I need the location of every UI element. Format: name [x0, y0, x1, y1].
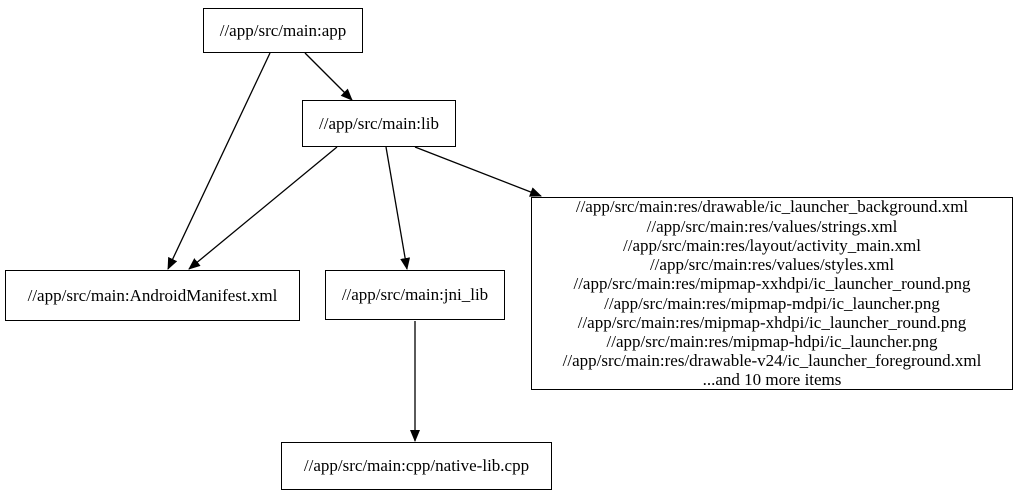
- node-jni-lib-label: //app/src/main:jni_lib: [341, 285, 489, 305]
- edge-app-to-android-manifest: [167, 52, 271, 270]
- edge-lib-to-jni-lib: [385, 146, 411, 270]
- node-label-line: //app/src/main:res/mipmap-xxhdpi/ic_laun…: [573, 274, 971, 294]
- node-label-line: //app/src/main:res/values/strings.xml: [646, 216, 898, 236]
- node-label-line: //app/src/main:res/values/styles.xml: [649, 255, 895, 275]
- node-label-line: //app/src/main:res/drawable-v24/ic_launc…: [562, 351, 982, 371]
- node-label-line: //app/src/main:res/mipmap-xhdpi/ic_launc…: [577, 312, 967, 332]
- edge-lib-to-android-manifest: [188, 146, 338, 270]
- node-app: //app/src/main:app: [203, 8, 363, 53]
- node-label-line: //app/src/main:res/mipmap-mdpi/ic_launch…: [604, 293, 940, 313]
- node-label-line: //app/src/main:res/mipmap-hdpi/ic_launch…: [606, 331, 938, 351]
- node-native-lib-label: //app/src/main:cpp/native-lib.cpp: [303, 456, 530, 476]
- node-label-line: //app/src/main:res/layout/activity_main.…: [623, 235, 921, 255]
- node-lib-label: //app/src/main:lib: [319, 113, 439, 133]
- node-jni-lib: //app/src/main:jni_lib: [325, 270, 505, 320]
- node-resources-label: //app/src/main:res/drawable/ic_launcher_…: [532, 197, 1012, 389]
- node-resources-group: //app/src/main:res/drawable/ic_launcher_…: [531, 197, 1013, 390]
- node-app-label: //app/src/main:app: [219, 20, 347, 40]
- node-android-manifest: //app/src/main:AndroidManifest.xml: [5, 270, 300, 321]
- edge-lib-to-resources: [414, 146, 542, 197]
- node-native-lib: //app/src/main:cpp/native-lib.cpp: [281, 442, 552, 490]
- node-lib: //app/src/main:lib: [302, 100, 456, 147]
- node-android-manifest-label: //app/src/main:AndroidManifest.xml: [27, 285, 278, 305]
- edge-app-to-lib: [304, 52, 353, 101]
- node-label-line: ...and 10 more items: [702, 370, 842, 390]
- node-label-line: //app/src/main:res/drawable/ic_launcher_…: [575, 197, 969, 217]
